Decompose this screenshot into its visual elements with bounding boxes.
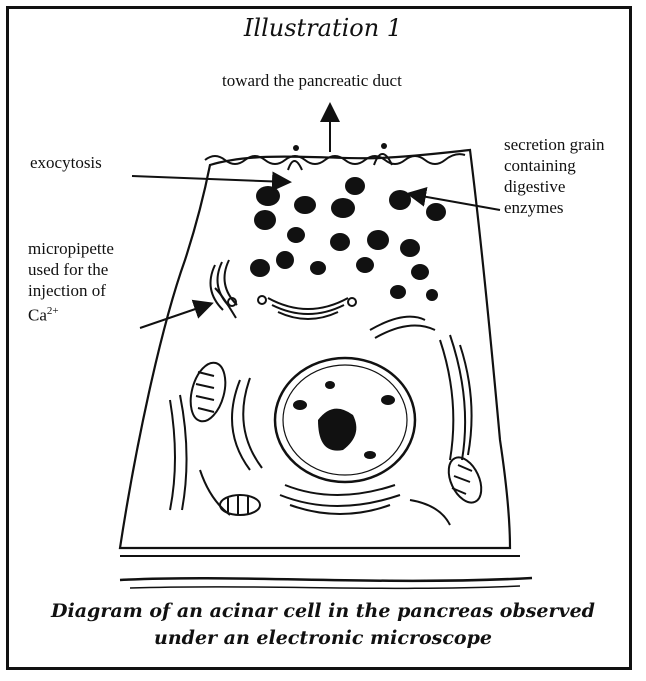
label-pancreatic-duct: toward the pancreatic duct [222, 70, 402, 91]
label-line: digestive [504, 176, 605, 197]
mitochondrion [185, 359, 231, 425]
exocytosis-site [288, 161, 302, 170]
arrow-micropipette [140, 304, 210, 328]
caption-line: under an electronic microscope [0, 625, 646, 652]
label-line: containing [504, 155, 605, 176]
arrow-exocytosis [132, 176, 288, 182]
label-secretion-grain: secretion grain containing digestive enz… [504, 134, 605, 218]
caption-line: Diagram of an acinar cell in the pancrea… [0, 598, 646, 625]
label-line: micropipette [28, 238, 114, 259]
endoplasmic-reticulum [170, 260, 472, 525]
label-calcium: Ca2+ [28, 301, 114, 326]
nucleus [275, 358, 415, 482]
mitochondrion [442, 452, 488, 507]
label-micropipette: micropipette used for the injection of C… [28, 238, 114, 326]
label-exocytosis: exocytosis [30, 152, 102, 173]
basal-line [120, 578, 532, 581]
basal-line [130, 586, 520, 588]
label-line: secretion grain [504, 134, 605, 155]
cell-membrane [120, 150, 510, 548]
label-calcium-charge: 2+ [47, 305, 59, 317]
golgi-apparatus [258, 296, 356, 319]
figure-caption: Diagram of an acinar cell in the pancrea… [0, 598, 646, 652]
label-line: enzymes [504, 197, 605, 218]
label-calcium-symbol: Ca [28, 306, 47, 325]
label-line: used for the [28, 259, 114, 280]
mitochondrion [220, 495, 260, 515]
arrow-secretion-grain [410, 194, 500, 210]
label-line: injection of [28, 280, 114, 301]
